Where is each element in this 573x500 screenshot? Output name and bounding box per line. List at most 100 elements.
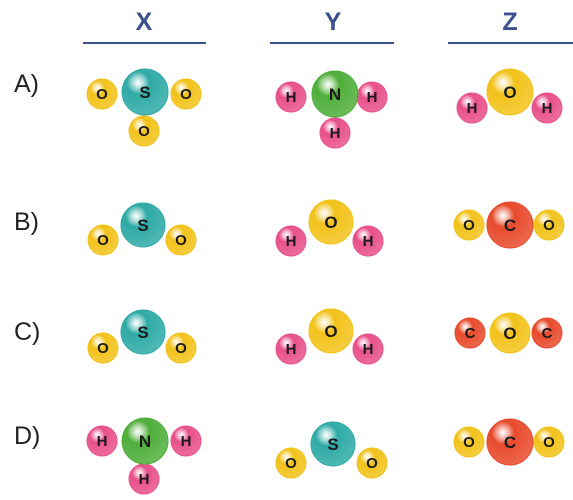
atom-sphere: [454, 317, 486, 349]
atom-symbol: O: [285, 455, 297, 472]
atom-symbol: O: [138, 123, 150, 140]
molecule-c-z: C CO: [454, 312, 563, 354]
atom-symbol: O: [543, 217, 555, 234]
atom-o: O: [87, 332, 119, 364]
atom-symbol: O: [180, 86, 192, 103]
atom-o: O: [128, 115, 160, 147]
atom-n: N: [311, 70, 359, 118]
atom-symbol: H: [286, 89, 297, 106]
atom-h: H: [319, 117, 351, 149]
atom-sphere: [456, 92, 488, 124]
atom-h: H: [275, 225, 307, 257]
atom-sphere: [531, 317, 563, 349]
atom-sphere: [275, 447, 307, 479]
atom-symbol: O: [503, 324, 516, 343]
atom-sphere: [165, 224, 197, 256]
atom-sphere: [170, 425, 202, 457]
atom-o: O: [356, 447, 388, 479]
atom-sphere: [275, 333, 307, 365]
atom-c: C: [486, 201, 534, 249]
atom-sphere: [121, 68, 169, 116]
atom-sphere: [165, 332, 197, 364]
atom-symbol: H: [367, 89, 378, 106]
atom-h: H: [275, 81, 307, 113]
atom-o: O: [453, 209, 485, 241]
molecule-d-z: O OC: [453, 418, 565, 466]
atom-sphere: [128, 115, 160, 147]
atom-symbol: H: [286, 233, 297, 250]
atom-sphere: [310, 421, 356, 467]
atom-sphere: [120, 202, 166, 248]
atom-h: H: [128, 463, 160, 495]
atom-o: O: [489, 312, 531, 354]
atom-symbol: O: [324, 322, 337, 341]
option-label-c: C): [14, 318, 40, 346]
atom-sphere: [308, 199, 354, 245]
atom-s: S: [120, 309, 166, 355]
molecule-d-y: O O S: [275, 421, 388, 479]
atom-symbol: O: [543, 434, 555, 451]
atom-symbol: H: [181, 433, 192, 450]
atom-sphere: [311, 70, 359, 118]
atom-o: O: [275, 447, 307, 479]
atom-sphere: [319, 117, 351, 149]
atom-o: O: [533, 426, 565, 458]
atom-s: S: [120, 202, 166, 248]
atom-sphere: [86, 425, 118, 457]
column-header-x: X: [136, 8, 153, 36]
atom-h: H: [352, 225, 384, 257]
atom-sphere: [531, 92, 563, 124]
atom-symbol: S: [139, 83, 150, 102]
atom-symbol: O: [175, 340, 187, 357]
atom-symbol: O: [463, 434, 475, 451]
molecule-d-x: H H H N: [86, 417, 202, 495]
atom-sphere: [486, 201, 534, 249]
atom-h: H: [531, 92, 563, 124]
atom-o: O: [308, 308, 354, 354]
atom-symbol: N: [139, 432, 151, 451]
atom-sphere: [308, 308, 354, 354]
atom-sphere: [453, 209, 485, 241]
atom-symbol: O: [366, 455, 378, 472]
atom-symbol: S: [137, 323, 148, 342]
molecule-b-x: O OS: [87, 202, 197, 256]
molecule-a-x: O O O S: [86, 68, 202, 147]
atom-sphere: [352, 333, 384, 365]
atom-h: H: [170, 425, 202, 457]
atom-c: C: [454, 317, 486, 349]
atom-h: H: [352, 333, 384, 365]
atom-symbol: O: [96, 86, 108, 103]
atom-symbol: S: [327, 435, 338, 454]
atom-n: N: [121, 417, 169, 465]
atom-sphere: [486, 418, 534, 466]
atom-o: O: [87, 224, 119, 256]
atom-symbol: O: [97, 232, 109, 249]
atom-sphere: [486, 68, 534, 116]
atom-sphere: [352, 225, 384, 257]
atom-s: S: [121, 68, 169, 116]
column-header-z: Z: [502, 8, 517, 36]
atom-c: C: [486, 418, 534, 466]
option-label-a: A): [14, 70, 39, 98]
atom-symbol: H: [542, 100, 553, 117]
atom-symbol: H: [97, 433, 108, 450]
atom-o: O: [486, 68, 534, 116]
atom-c: C: [531, 317, 563, 349]
atom-sphere: [533, 209, 565, 241]
atom-symbol: H: [363, 233, 374, 250]
atom-o: O: [165, 224, 197, 256]
atom-symbol: C: [504, 216, 516, 235]
atom-symbol: H: [286, 341, 297, 358]
atom-sphere: [275, 225, 307, 257]
atom-symbol: O: [503, 83, 516, 102]
atom-symbol: H: [139, 471, 150, 488]
option-label-b: B): [14, 208, 39, 236]
